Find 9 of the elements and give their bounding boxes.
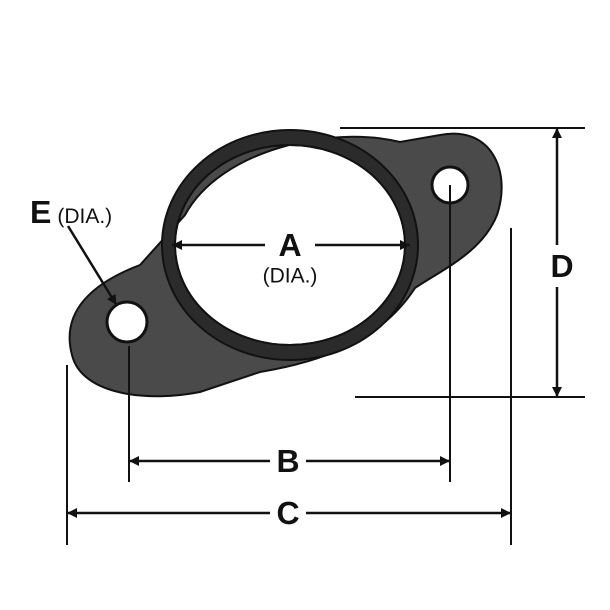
dimension-letter: B [276,445,300,477]
dimension-note: (DIA.) [57,206,112,227]
dimension-letter: D [550,250,574,282]
dimension-note: (DIA.) [262,266,318,286]
bolt-hole [106,300,148,344]
dimension-letter: C [276,497,300,529]
leader-line [66,225,118,306]
dimension-letter: E [30,196,52,228]
dimension-letter: A [278,229,302,261]
